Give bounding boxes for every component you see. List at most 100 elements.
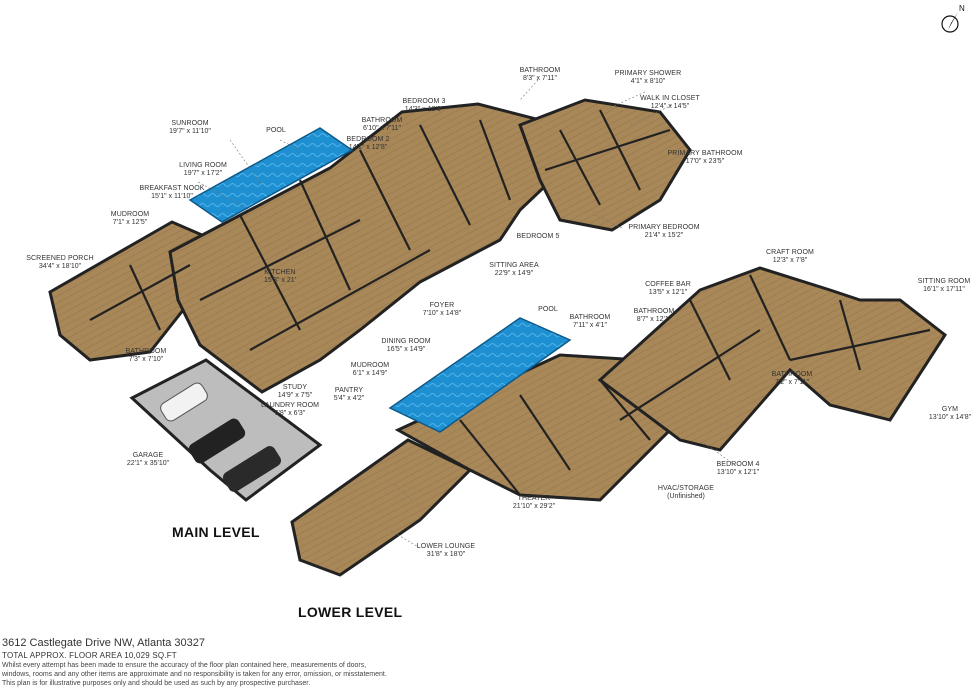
room-dims: 12'4" x 14'5" bbox=[650, 103, 690, 110]
room-dims: (Unfinished) bbox=[667, 493, 705, 500]
room-name: Sitting Area bbox=[489, 262, 539, 269]
room-name: Sunroom bbox=[171, 120, 209, 127]
room-label-dining-room: Dining Room16'5" x 14'9" bbox=[381, 338, 430, 354]
room-name: Dining Room bbox=[381, 338, 431, 345]
room-name: Garage bbox=[132, 452, 164, 459]
room-label-garage: Garage22'1" x 35'10" bbox=[127, 452, 169, 468]
room-name: Pantry bbox=[334, 387, 364, 394]
room-label-bedroom-3: Bedroom 314'3" x 12'8" bbox=[403, 98, 446, 114]
room-name: Walk In Closet bbox=[640, 95, 700, 102]
compass-north-label: N bbox=[959, 4, 965, 13]
lower-east-wing-floor bbox=[597, 266, 948, 452]
room-name: Gym bbox=[941, 406, 959, 413]
room-dims: 13'10" x 12'1" bbox=[716, 469, 760, 476]
room-label-bathroom-bed3: Bathroom6'10" x 7'11" bbox=[362, 117, 403, 133]
room-label-primary-shower: Primary Shower4'1" x 8'10" bbox=[615, 70, 682, 86]
room-dims: 22'1" x 35'10" bbox=[126, 460, 170, 467]
room-name: Bathroom bbox=[771, 371, 813, 378]
room-name: Bathroom bbox=[361, 117, 403, 124]
room-dims: 13'10" x 14'8" bbox=[928, 414, 972, 421]
room-name: Screened Porch bbox=[26, 255, 94, 262]
room-name: Bedroom 2 bbox=[346, 136, 390, 143]
room-label-theater: Theater21'10" x 29'2" bbox=[513, 495, 555, 511]
room-dims: 8'3" x 7'11" bbox=[523, 75, 557, 82]
room-label-bathroom-lower-2: Bathroom8'7" x 12'1" bbox=[634, 308, 675, 324]
room-dims: 21'4" x 15'2" bbox=[644, 232, 684, 239]
room-label-sitting-area: Sitting Area22'9" x 14'9" bbox=[489, 262, 538, 278]
disclaimer-line-1: Whilst every attempt has been made to en… bbox=[2, 662, 367, 669]
garage-cars bbox=[160, 382, 282, 492]
label-leader-lines bbox=[197, 79, 736, 549]
room-dims: 8'7" x 12'1" bbox=[636, 316, 672, 323]
room-name: Bedroom 4 bbox=[716, 461, 760, 468]
room-label-bathroom-porch: Bathroom7'3" x 7'10" bbox=[126, 348, 167, 364]
room-dims: 19'7" x 17'2" bbox=[183, 170, 223, 177]
main-pool bbox=[188, 127, 354, 223]
room-name: Bathroom bbox=[125, 348, 167, 355]
compass-icon: N bbox=[941, 4, 965, 33]
room-label-sunroom: Sunroom19'7" x 11'10" bbox=[169, 120, 211, 136]
room-label-pantry: Pantry5'4" x 4'2" bbox=[334, 387, 365, 403]
lower-level-plan bbox=[290, 266, 948, 577]
room-dims: 14'1" x 12'8" bbox=[348, 144, 388, 151]
room-name: Pool bbox=[266, 127, 286, 134]
main-interior-walls bbox=[89, 109, 671, 351]
room-label-bedroom-5: Bedroom 5 bbox=[517, 233, 560, 241]
room-name: Laundry Room bbox=[260, 402, 320, 409]
lower-pool bbox=[388, 317, 572, 433]
room-dims: 4'1" x 8'10" bbox=[630, 78, 666, 85]
floor-area: TOTAL APPROX. FLOOR AREA 10,029 SQ.FT bbox=[2, 651, 177, 660]
room-dims: 6'10" x 7'11" bbox=[363, 125, 401, 132]
room-label-mudroom-lower: Mudroom6'1" x 14'9" bbox=[351, 362, 389, 378]
room-dims: 17'0" x 23'5" bbox=[685, 158, 725, 165]
room-name: Mudroom bbox=[110, 211, 150, 218]
room-name: Coffee Bar bbox=[645, 281, 691, 288]
room-label-hvac-storage: HVAC/Storage(Unfinished) bbox=[658, 485, 714, 501]
room-name: Bedroom 3 bbox=[402, 98, 446, 105]
property-address: 3612 Castlegate Drive NW, Atlanta 30327 bbox=[2, 637, 206, 649]
room-name: Study bbox=[282, 384, 308, 391]
room-dims: 21'10" x 29'2" bbox=[512, 503, 556, 510]
room-name: Bathroom bbox=[519, 67, 561, 74]
disclaimer-line-3: This plan is for illustrative purposes o… bbox=[2, 680, 311, 687]
room-name: HVAC/Storage bbox=[657, 485, 715, 492]
room-label-bathroom-upper: Bathroom8'3" x 7'11" bbox=[520, 67, 561, 83]
room-dims: 7'11" x 4'1" bbox=[573, 322, 607, 329]
lower-level-title: LOWER LEVEL bbox=[298, 604, 403, 620]
room-name: Bathroom bbox=[569, 314, 611, 321]
room-name: Primary Bathroom bbox=[667, 150, 743, 157]
room-name: Breakfast Nook bbox=[139, 185, 205, 192]
room-label-laundry-room: Laundry Room6'8" x 6'3" bbox=[261, 402, 319, 418]
room-label-primary-bedroom: Primary Bedroom21'4" x 15'2" bbox=[628, 224, 699, 240]
room-label-lower-lounge: Lower Lounge31'8" x 18'0" bbox=[417, 543, 475, 559]
room-label-kitchen: Kitchen15'8" x 21' bbox=[264, 269, 296, 285]
disclaimer-line-2: windows, rooms and any other items are a… bbox=[2, 671, 387, 678]
room-label-screened-porch: Screened Porch34'4" x 18'10" bbox=[26, 255, 94, 271]
lower-interior-walls bbox=[459, 274, 931, 496]
room-label-walk-in-closet: Walk In Closet12'4" x 14'5" bbox=[640, 95, 700, 111]
room-name: Pool bbox=[538, 306, 558, 313]
room-dims: 19'7" x 11'10" bbox=[169, 128, 211, 135]
room-label-mudroom-main: Mudroom7'1" x 12'5" bbox=[111, 211, 149, 227]
room-dims: 15'1" x 11'10" bbox=[151, 193, 193, 200]
room-name: Bedroom 5 bbox=[516, 233, 560, 240]
room-label-bedroom-4: Bedroom 413'10" x 12'1" bbox=[717, 461, 760, 477]
lower-lounge-floor bbox=[290, 438, 473, 577]
room-dims: 7'10" x 14'8" bbox=[422, 310, 462, 317]
main-level-title: MAIN LEVEL bbox=[172, 524, 260, 540]
room-label-pool-lower: Pool bbox=[538, 306, 558, 314]
room-dims: 15'8" x 21' bbox=[263, 277, 297, 284]
room-name: Primary Bedroom bbox=[628, 224, 700, 231]
room-label-primary-bathroom: Primary Bathroom17'0" x 23'5" bbox=[667, 150, 742, 166]
room-name: Primary Shower bbox=[614, 70, 682, 77]
room-label-bathroom-lower-3: Bathroom7'2" x 7'11" bbox=[772, 371, 813, 387]
room-label-breakfast-nook: Breakfast Nook15'1" x 11'10" bbox=[139, 185, 204, 201]
room-name: Kitchen bbox=[264, 269, 296, 276]
room-label-bathroom-lower-1: Bathroom7'11" x 4'1" bbox=[570, 314, 611, 330]
room-name: Sitting Room bbox=[917, 278, 971, 285]
room-dims: 16'1" x 17'11" bbox=[923, 286, 965, 293]
room-label-study: Study14'9" x 7'5" bbox=[278, 384, 313, 400]
room-label-craft-room: Craft Room12'3" x 7'8" bbox=[766, 249, 814, 265]
main-body-floor bbox=[168, 102, 562, 394]
